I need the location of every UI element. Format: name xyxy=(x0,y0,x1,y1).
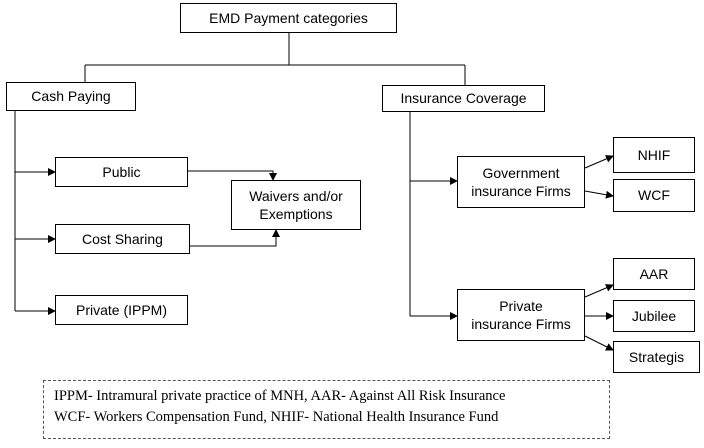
arrow-to-strategis xyxy=(584,335,614,351)
waivers-exemptions-box: Waivers and/or Exemptions xyxy=(231,180,361,230)
arrow-to-nhif xyxy=(584,155,614,169)
arrow-to-wcf xyxy=(584,190,614,199)
strategis-box: Strategis xyxy=(613,341,700,373)
private-insurance-box: Private insurance Firms xyxy=(457,289,585,341)
legend-line2: WCF- Workers Compensation Fund, NHIF- Na… xyxy=(54,409,499,426)
private-insurance-line1: Private xyxy=(499,297,543,314)
arrow-public-to-waivers xyxy=(188,170,277,181)
nhif-box: NHIF xyxy=(613,137,695,173)
cash-paying-box: Cash Paying xyxy=(6,82,136,111)
wcf-box: WCF xyxy=(613,179,695,212)
arrow-to-aar xyxy=(584,284,614,298)
government-line1: Government xyxy=(482,164,560,181)
jubilee-box: Jubilee xyxy=(613,300,695,332)
insurance-coverage-box: Insurance Coverage xyxy=(382,85,545,112)
government-insurance-box: Government insurance Firms xyxy=(457,156,585,208)
waivers-line2: Exemptions xyxy=(259,206,333,222)
arrow-cost-to-waivers xyxy=(190,229,280,247)
cost-sharing-box: Cost Sharing xyxy=(55,224,190,254)
private-ippm-box: Private (IPPM) xyxy=(55,295,188,325)
public-box: Public xyxy=(55,157,188,187)
legend-line1: IPPM- Intramural private practice of MNH… xyxy=(54,388,506,404)
root-box: EMD Payment categories xyxy=(180,3,397,33)
aar-box: AAR xyxy=(613,258,695,290)
government-line2: insurance Firms xyxy=(471,183,571,199)
abbreviation-legend: IPPM- Intramural private practice of MNH… xyxy=(43,380,610,439)
waivers-line1: Waivers and/or xyxy=(249,187,343,204)
private-insurance-line2: insurance Firms xyxy=(471,316,571,332)
